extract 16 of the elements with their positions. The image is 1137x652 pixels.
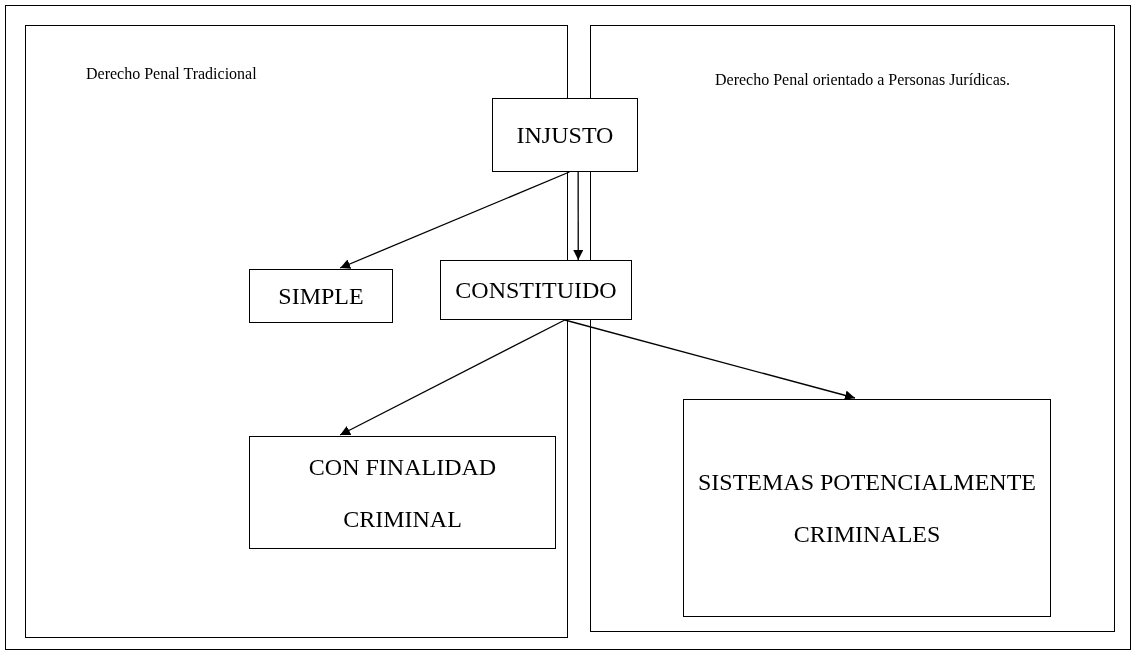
- concept-box: [249, 269, 393, 323]
- concept-box: [683, 399, 1051, 617]
- arrow: [339, 319, 566, 436]
- box-label: SISTEMAS POTENCIALMENTE CRIMINALES: [697, 468, 1037, 549]
- arrow: [339, 171, 571, 269]
- panel-title: Derecho Penal orientado a Personas Jurídicas.: [714, 70, 1011, 90]
- concept-box: [249, 436, 556, 549]
- concept-box: [492, 98, 638, 172]
- panel-title: Derecho Penal Tradicional: [86, 64, 257, 84]
- arrow: [564, 319, 856, 401]
- box-label: CONSTITUIDO: [455, 276, 617, 305]
- arrow: [573, 171, 584, 261]
- box-label: INJUSTO: [516, 121, 614, 150]
- box-label: CON FINALIDAD CRIMINAL: [307, 452, 498, 534]
- box-label: SIMPLE: [278, 282, 364, 311]
- concept-box: [440, 260, 632, 320]
